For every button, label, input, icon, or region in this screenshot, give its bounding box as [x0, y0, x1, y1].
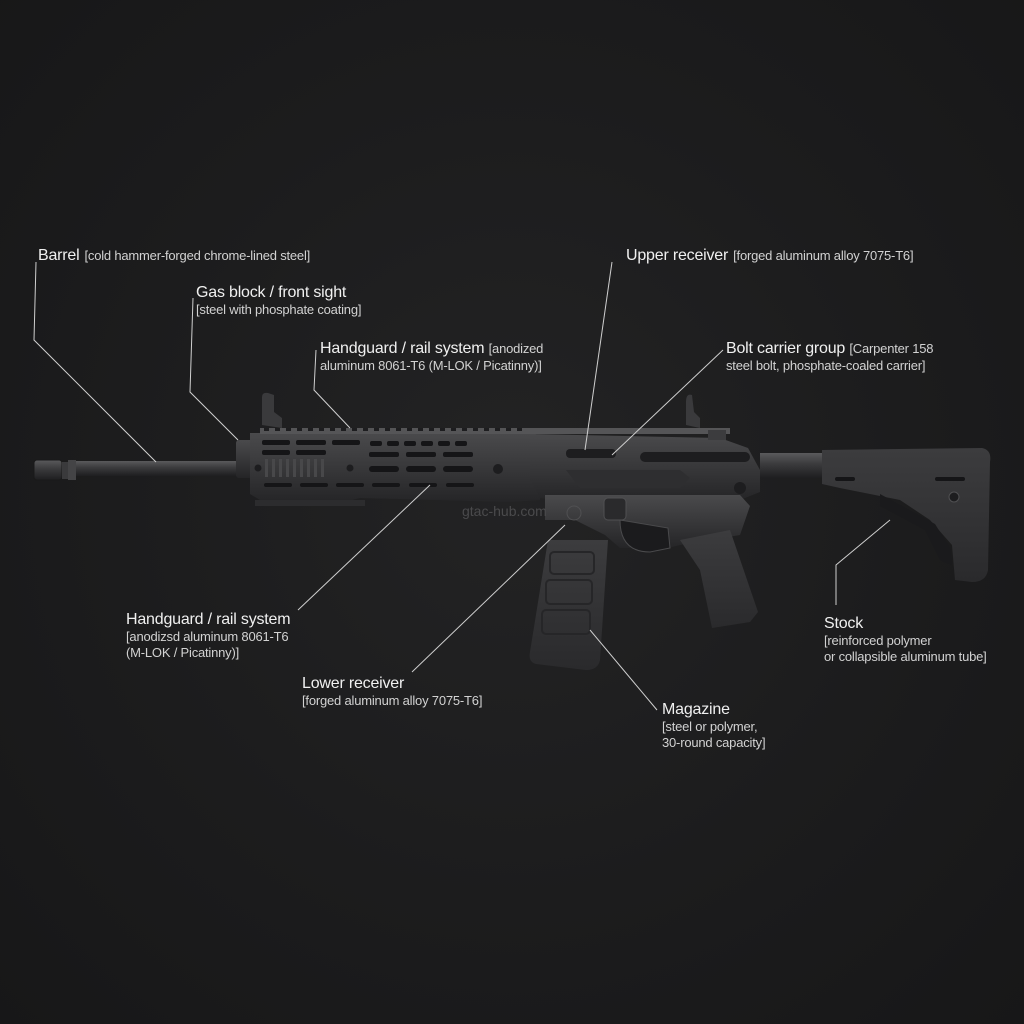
stock — [822, 448, 991, 582]
callout-spec-line1: [anodizsd aluminum 8061-T6 — [126, 629, 289, 645]
leader-magazine — [589, 629, 658, 711]
callout-handguard-bottom: Handguard / rail system [anodizsd alumin… — [126, 610, 291, 660]
callout-spec: [forged aluminum alloy 7075-T6] — [733, 248, 914, 263]
callout-spec-line2: aluminum 8061-T6 (M-LOK / Picatinny)] — [320, 358, 542, 374]
pistol-grip — [680, 530, 758, 628]
callout-spec-line1: [anodized — [488, 341, 544, 356]
callout-lower-receiver: Lower receiver [forged aluminum alloy 70… — [302, 674, 482, 709]
callout-barrel: Barrel [cold hammer-forged chrome-lined s… — [38, 246, 310, 265]
callout-title: Upper receiver — [626, 247, 729, 264]
callout-spec-line2: 30-round capacity] — [662, 734, 766, 750]
callout-spec-line1: [reinforced polymer — [824, 633, 932, 649]
callout-title: Handguard / rail system — [320, 340, 485, 357]
watermark: gtac-hub.com — [462, 503, 547, 519]
upper-receiver — [530, 394, 760, 500]
leader-gas-block — [189, 297, 239, 441]
callout-upper-receiver: Upper receiver [forged aluminum alloy 707… — [626, 246, 914, 265]
leader-handguard-top — [313, 349, 351, 429]
callout-magazine: Magazine [steel or polymer, 30-round cap… — [662, 700, 766, 750]
callout-title: Magazine — [662, 701, 730, 718]
callout-spec-line2: or collapsible aluminum tube] — [824, 648, 987, 664]
callout-spec-line2: steel bolt, phosphate-coaled carrier] — [726, 358, 926, 374]
callout-bolt-carrier: Bolt carrier group [Carpenter 158 steel … — [726, 339, 933, 374]
callout-gas-block: Gas block / front sight [steel with phos… — [196, 283, 361, 318]
callout-handguard-top: Handguard / rail system [anodized alumin… — [320, 339, 543, 374]
callout-title: Bolt carrier group — [726, 340, 846, 357]
callout-stock: Stock [reinforced polymer or collapsible… — [824, 614, 987, 664]
callout-spec-line2: (M-LOK / Picatinny)] — [126, 644, 240, 660]
leader-lines — [33, 261, 891, 711]
handguard — [250, 428, 560, 506]
callout-spec-line1: [steel or polymer, — [662, 719, 758, 735]
callout-spec: [cold hammer-forged chrome-lined steel] — [84, 248, 311, 263]
leader-barrel — [33, 261, 157, 463]
leader-bolt-carrier — [611, 349, 724, 456]
callout-title: Handguard / rail system — [126, 611, 291, 628]
callout-title: Stock — [824, 615, 864, 632]
buffer-tube — [760, 453, 828, 478]
leader-handguard-bottom — [297, 484, 431, 611]
callout-title: Barrel — [38, 247, 80, 264]
callout-spec: [steel with phosphate coating] — [196, 302, 362, 318]
lower-receiver — [545, 495, 750, 553]
callout-title: Lower receiver — [302, 675, 405, 692]
callout-spec: [forged aluminum alloy 7075-T6] — [302, 693, 483, 709]
leader-upper-receiver — [584, 261, 613, 451]
callout-spec-line1: [Carpenter 158 — [849, 341, 934, 356]
barrel — [33, 459, 241, 481]
leader-stock — [835, 519, 891, 605]
magazine — [529, 540, 608, 670]
callout-title: Gas block / front sight — [196, 284, 347, 301]
leader-lower-receiver — [411, 524, 566, 673]
